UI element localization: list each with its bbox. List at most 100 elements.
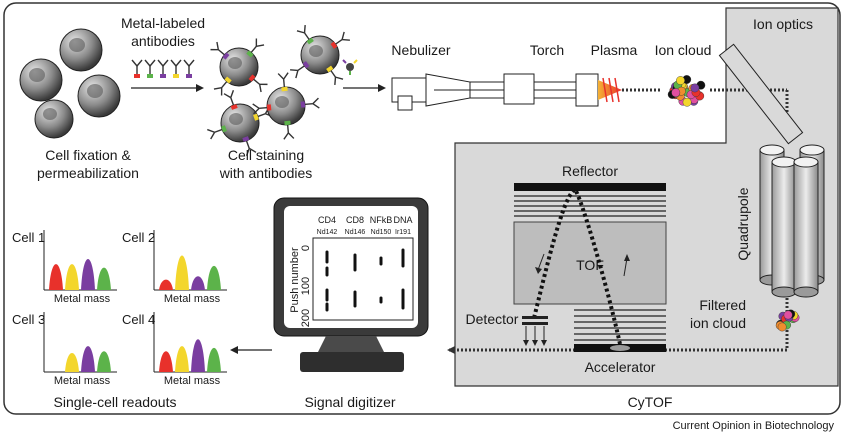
rod-top [759, 144, 785, 156]
arrow-head [624, 254, 630, 261]
cell-fixation-label-line2: permeabilization [37, 165, 139, 181]
mass-peak [159, 351, 173, 372]
antibody-icon [144, 59, 156, 78]
antibody-icon [252, 103, 272, 115]
nebulizer-torch-assembly [391, 73, 599, 111]
arrow-head [230, 346, 238, 354]
metal-tag [306, 37, 314, 45]
channel-marker-label: DNA [393, 215, 412, 225]
metal-mass-label: Metal mass [164, 293, 221, 305]
arrow-head [378, 84, 386, 92]
mass-peak [65, 264, 79, 290]
antibody-arm [287, 132, 295, 139]
stained-cells [207, 25, 350, 156]
antibody-arm [144, 59, 151, 67]
antibody-row [131, 59, 195, 78]
y-tick-label: 100 [300, 277, 312, 295]
torch-tip [575, 73, 599, 107]
cell-nucleus [228, 57, 242, 69]
small-cell-icon [346, 63, 354, 71]
cell-nucleus [43, 108, 57, 120]
single-antibody-icon [342, 59, 358, 75]
detector-signal-arrows [525, 326, 545, 342]
torch-label: Torch [530, 42, 564, 58]
antibody-arm [253, 107, 260, 115]
rod-bottom [793, 286, 819, 298]
cell-nucleus [229, 113, 243, 125]
antibody-arm [303, 25, 306, 33]
antibody-arm-icon [353, 59, 358, 64]
antibody-stem [221, 80, 228, 89]
antibody-arm [341, 31, 345, 40]
antibody-arm [255, 38, 258, 47]
antibody-arm [131, 59, 138, 67]
antibody-arm [283, 132, 289, 140]
antibody-arm [230, 90, 235, 98]
accelerator-label: Accelerator [585, 359, 656, 375]
rod-bottom [771, 286, 797, 298]
cell-label: Cell 1 [12, 230, 45, 245]
antibody-stem [303, 102, 313, 106]
antibody-arm-icon [342, 59, 347, 64]
ion-particle [783, 310, 793, 320]
signal-digitizer-label: Signal digitizer [304, 394, 395, 410]
antibody-arm [183, 59, 190, 67]
ion-packet [610, 345, 630, 351]
antibody-arm [259, 83, 268, 86]
antibody-stem [282, 79, 286, 89]
antibody-arm [312, 103, 320, 109]
antibody-icon [213, 76, 232, 96]
antibody-arm [312, 97, 319, 105]
stained-cell [252, 72, 320, 140]
metal-mass-label: Metal mass [54, 375, 111, 387]
antibody-stem [329, 69, 337, 78]
ion-optics-label: Ion optics [753, 16, 813, 32]
antibody-stem [334, 38, 343, 46]
antibody-icon [207, 125, 227, 140]
antibody-stem [214, 128, 224, 133]
tof-tube [513, 221, 667, 305]
metal-tag [221, 125, 227, 133]
monitor-neck [318, 336, 384, 352]
arrow-head [535, 267, 542, 274]
cell-nucleus [309, 45, 323, 57]
credit-label: Current Opinion in Biotechnology [673, 420, 835, 432]
antibody-arm [258, 84, 262, 93]
antibody-arm [162, 59, 169, 67]
ion-optics-deflector [718, 43, 804, 145]
metal-tag [281, 86, 288, 92]
fixed-cells [19, 28, 121, 139]
cytof-label: CyTOF [628, 394, 673, 410]
metal-tag [242, 136, 250, 142]
mass-peak [65, 353, 79, 372]
rod-top [771, 156, 797, 168]
metal-tag [222, 52, 230, 60]
reflector-label: Reflector [562, 163, 618, 179]
antibody-icon [131, 59, 143, 78]
filtered-ion-cloud-label-line2: ion cloud [690, 315, 746, 331]
antibody-arm [157, 59, 164, 67]
channel-marker-label: CD4 [318, 215, 336, 225]
antibody-icon [246, 38, 265, 58]
antibody-stem [250, 45, 257, 54]
stained-cell [290, 25, 350, 85]
antibody-arm [342, 38, 350, 41]
cell-nucleus [69, 38, 85, 52]
antibody-icon [290, 61, 310, 79]
metal-tag [266, 104, 272, 111]
plasma-label: Plasma [591, 42, 638, 58]
mass-peak [175, 346, 189, 372]
metal-tag [147, 74, 153, 78]
antibody-arm [210, 48, 219, 51]
monitor-base [300, 352, 404, 372]
channel-isotope-label: Nd150 [371, 229, 392, 236]
metal-mass-label: Metal mass [54, 293, 111, 305]
antibody-icon [330, 31, 350, 49]
metal-tag [300, 101, 306, 108]
antibodies-label-line1: Metal-labeled [121, 15, 205, 31]
antibody-arm [277, 73, 285, 80]
detector-arrow-heads [523, 340, 547, 346]
